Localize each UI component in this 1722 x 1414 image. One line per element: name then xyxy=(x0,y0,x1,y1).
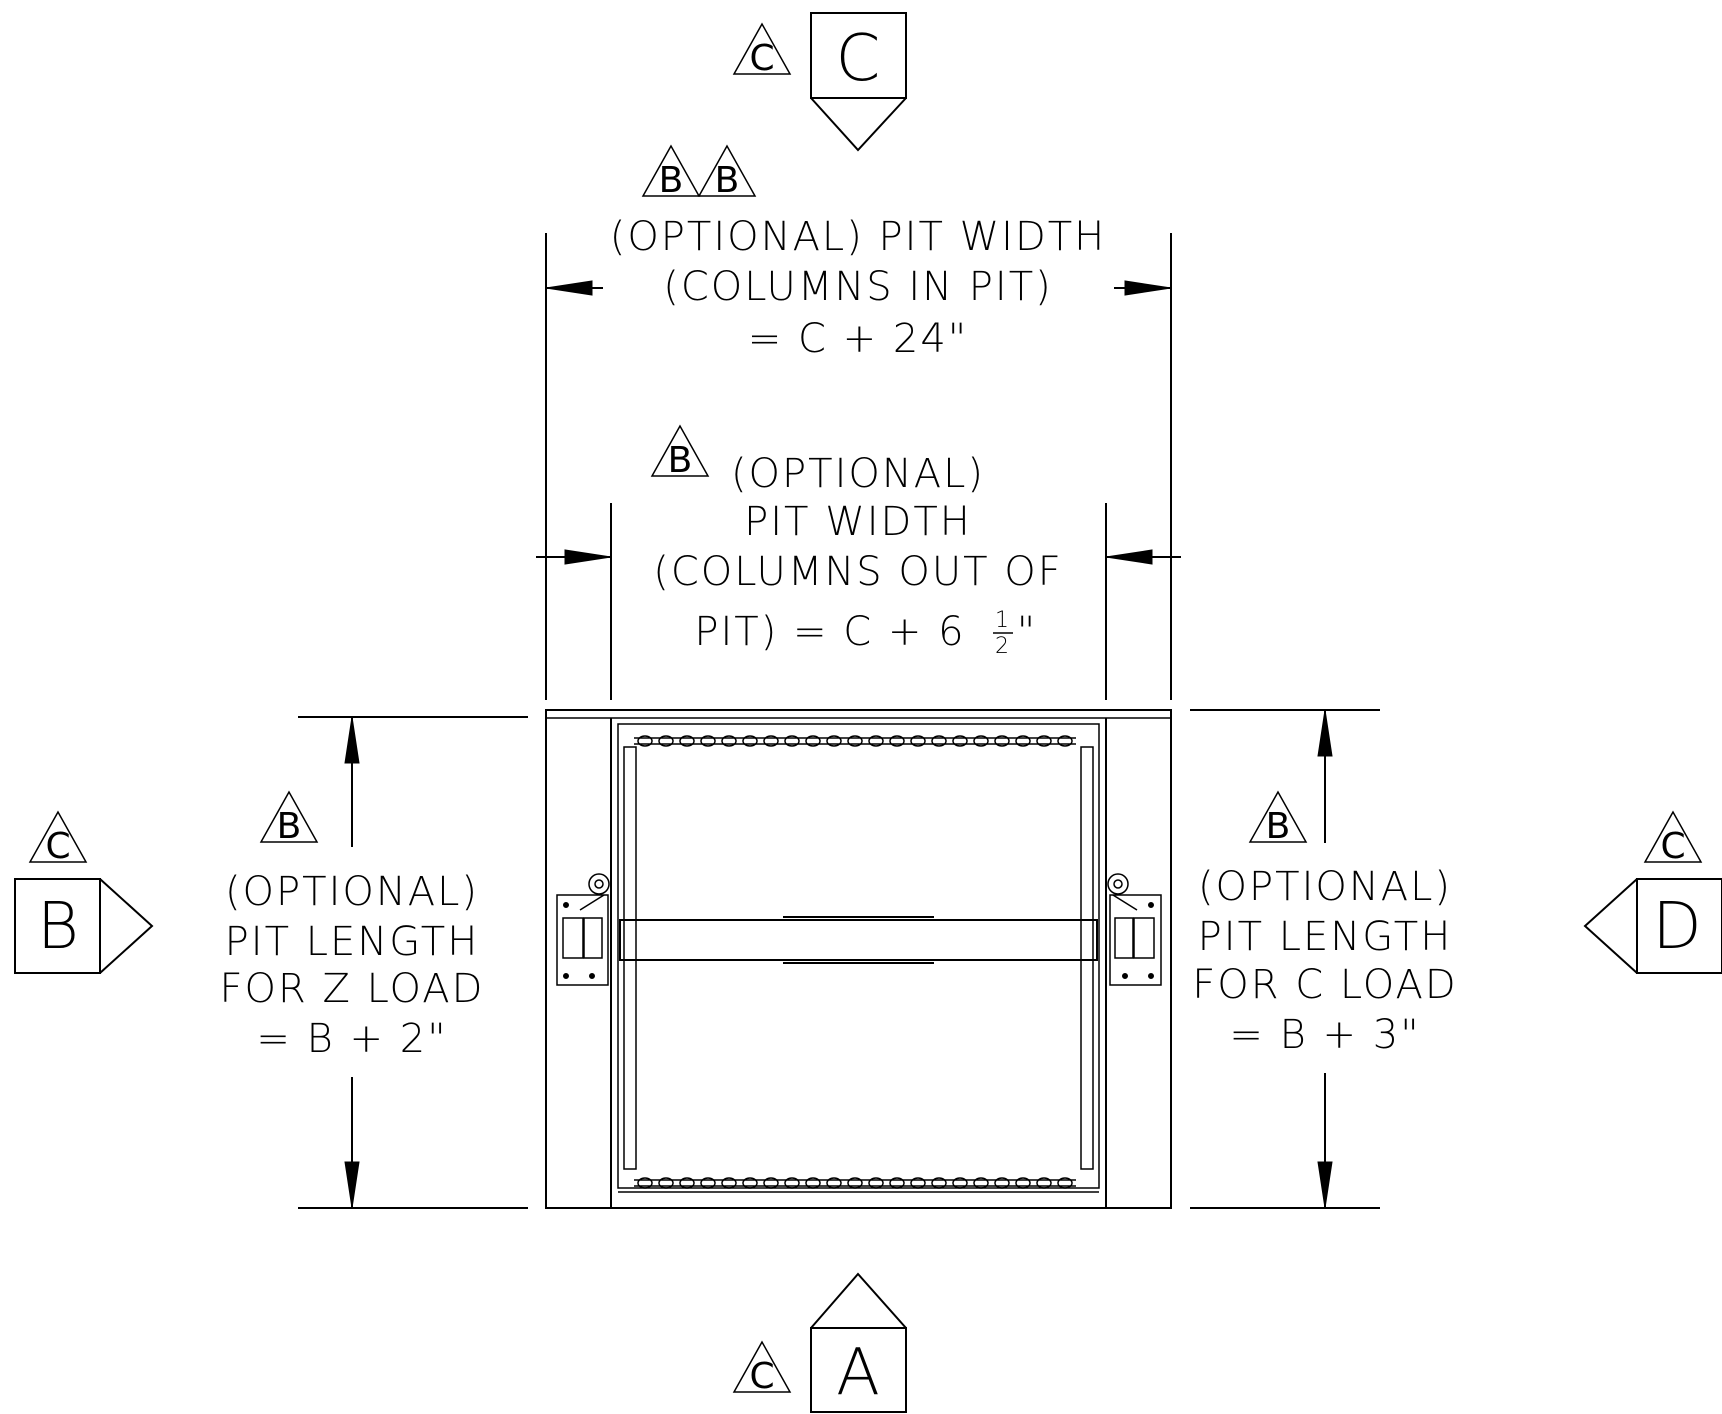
view-marker-left-letter: B xyxy=(37,890,79,964)
svg-text:B: B xyxy=(668,440,693,481)
chain-link xyxy=(1057,1177,1073,1189)
length-c-line1: (OPTIONAL) xyxy=(1198,864,1452,910)
view-marker-top-letter: C xyxy=(836,22,881,96)
chain-link xyxy=(700,735,716,747)
runway-right xyxy=(1080,746,1094,1170)
chain-link xyxy=(973,1177,989,1189)
chain-link xyxy=(679,1177,695,1189)
view-marker-bottom-letter: A xyxy=(836,1336,880,1410)
view-marker-bottom: A xyxy=(810,1272,907,1413)
chain-link xyxy=(889,1177,905,1189)
chain-link xyxy=(742,1177,758,1189)
runway-left xyxy=(623,746,637,1170)
chain-link xyxy=(784,1177,800,1189)
chain-link xyxy=(637,735,653,747)
revision-mark-right-view: C xyxy=(1644,811,1702,867)
svg-text:B: B xyxy=(715,160,740,201)
chain-link xyxy=(931,1177,947,1189)
dimension-length-z-load: (OPTIONAL) PIT LENGTH FOR Z LOAD = B + 2… xyxy=(220,716,528,1209)
width-out-of-pit-line2: PIT WIDTH xyxy=(744,499,972,545)
chain-link xyxy=(763,735,779,747)
chain-link xyxy=(973,735,989,747)
chain-link xyxy=(1015,1177,1031,1189)
width-out-of-pit-line1: (OPTIONAL) xyxy=(731,451,985,497)
chain-link xyxy=(910,735,926,747)
chain-link xyxy=(847,1177,863,1189)
chain-link xyxy=(847,735,863,747)
chain-link xyxy=(658,735,674,747)
chain-bottom xyxy=(634,1177,1076,1189)
view-marker-right-letter: D xyxy=(1652,890,1701,964)
revision-mark-length-c-load: B xyxy=(1249,791,1307,847)
chain-link xyxy=(868,735,884,747)
chain-link xyxy=(679,735,695,747)
dimension-length-c-load: (OPTIONAL) PIT LENGTH FOR C LOAD = B + 3… xyxy=(1190,709,1457,1209)
dimension-width-columns-out-of-pit: (OPTIONAL) PIT WIDTH (COLUMNS OUT OF PIT… xyxy=(536,451,1181,700)
revision-mark-top-view: C xyxy=(733,23,791,79)
chain-link xyxy=(952,1177,968,1189)
chain-link xyxy=(637,1177,653,1189)
chain-link xyxy=(994,735,1010,747)
width-in-pit-line2: (COLUMNS IN PIT) xyxy=(663,264,1053,310)
chain-link xyxy=(868,1177,884,1189)
width-out-of-pit-inch: " xyxy=(1017,609,1037,655)
revision-mark-length-z-load: B xyxy=(260,791,318,847)
chain-link xyxy=(994,1177,1010,1189)
chain-link xyxy=(763,1177,779,1189)
column-post-right xyxy=(1107,873,1162,986)
chain-link xyxy=(721,735,737,747)
chain-link xyxy=(952,735,968,747)
length-c-line3: FOR C LOAD xyxy=(1192,962,1457,1008)
column-post-left xyxy=(556,873,610,986)
svg-text:C: C xyxy=(1660,826,1685,867)
view-marker-right: D xyxy=(1583,878,1722,974)
chain-link xyxy=(826,1177,842,1189)
chain-link xyxy=(784,735,800,747)
chain-link xyxy=(805,1177,821,1189)
svg-text:B: B xyxy=(277,806,302,847)
length-z-line3: FOR Z LOAD xyxy=(220,966,485,1012)
svg-text:C: C xyxy=(749,38,774,79)
fraction-numerator: 1 xyxy=(995,608,1011,633)
cross-beam xyxy=(619,916,1098,964)
chain-link xyxy=(1015,735,1031,747)
length-z-line1: (OPTIONAL) xyxy=(225,869,479,915)
svg-text:C: C xyxy=(749,1356,774,1397)
chain-link xyxy=(1036,1177,1052,1189)
chain-link xyxy=(889,735,905,747)
length-c-line4: = B + 3" xyxy=(1229,1012,1420,1058)
chain-link xyxy=(721,1177,737,1189)
revision-mark-left-view: C xyxy=(29,811,87,867)
svg-text:C: C xyxy=(45,826,70,867)
width-out-of-pit-line3: (COLUMNS OUT OF xyxy=(653,549,1063,595)
chain-link xyxy=(1057,735,1073,747)
svg-text:B: B xyxy=(1266,806,1291,847)
chain-link xyxy=(700,1177,716,1189)
dimension-width-columns-in-pit: (OPTIONAL) PIT WIDTH (COLUMNS IN PIT) = … xyxy=(545,214,1172,700)
revision-mark-width-in-pit-2: B xyxy=(698,145,756,201)
revision-mark-bottom-view: C xyxy=(733,1341,791,1397)
length-z-line2: PIT LENGTH xyxy=(225,919,480,965)
svg-text:B: B xyxy=(659,160,684,201)
view-marker-top: C xyxy=(810,12,907,152)
width-in-pit-line1: (OPTIONAL) PIT WIDTH xyxy=(610,214,1107,260)
chain-link xyxy=(1036,735,1052,747)
chain-link xyxy=(805,735,821,747)
chain-link xyxy=(658,1177,674,1189)
chain-link xyxy=(931,735,947,747)
chain-link xyxy=(742,735,758,747)
view-marker-left: B xyxy=(14,878,154,974)
chain-top xyxy=(634,735,1076,747)
length-c-line2: PIT LENGTH xyxy=(1198,914,1453,960)
width-out-of-pit-line4: PIT) = C + 6 xyxy=(694,609,965,655)
revision-mark-width-out-of-pit: B xyxy=(651,425,709,481)
chain-link xyxy=(826,735,842,747)
width-in-pit-line3: = C + 24" xyxy=(748,316,968,362)
fraction-denominator: 2 xyxy=(995,634,1011,659)
length-z-line4: = B + 2" xyxy=(256,1016,447,1062)
chain-link xyxy=(910,1177,926,1189)
revision-mark-width-in-pit-1: B xyxy=(642,145,700,201)
